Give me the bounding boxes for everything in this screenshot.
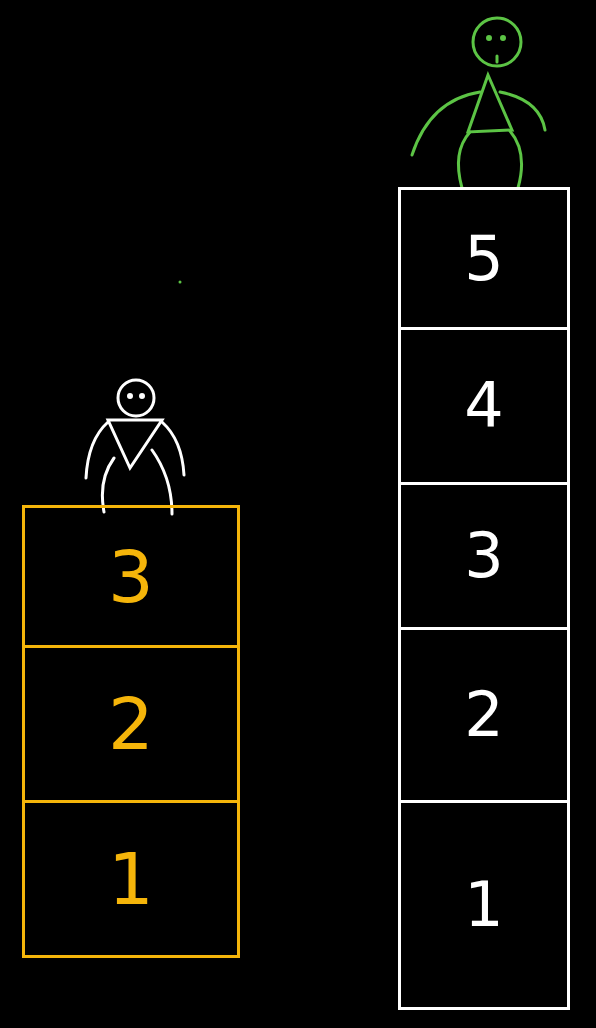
stack-block: 3 xyxy=(22,505,240,648)
block-number: 3 xyxy=(464,525,503,587)
stack-block: 1 xyxy=(398,800,570,1010)
green-figure xyxy=(412,18,545,188)
figure-eye xyxy=(129,395,132,398)
stray-dot xyxy=(179,281,182,284)
figure-head xyxy=(118,380,154,416)
block-number: 4 xyxy=(464,375,503,437)
figure-leg xyxy=(458,132,470,188)
stack-block: 3 xyxy=(398,482,570,630)
figure-body xyxy=(108,420,162,468)
figure-eye xyxy=(502,37,505,40)
block-number: 2 xyxy=(108,688,154,760)
stack-block: 2 xyxy=(22,645,240,803)
figure-arm xyxy=(500,92,545,130)
block-number: 1 xyxy=(464,874,503,936)
stack-block: 1 xyxy=(22,800,240,958)
figure-leg xyxy=(102,458,114,512)
stack-block: 2 xyxy=(398,627,570,803)
figure-eye xyxy=(488,37,491,40)
figure-leg xyxy=(510,131,522,188)
figure-head xyxy=(473,18,521,66)
block-number: 2 xyxy=(464,684,503,746)
stack-block: 5 xyxy=(398,187,570,330)
block-number: 3 xyxy=(108,541,154,613)
figure-arm xyxy=(162,422,184,475)
stack-block: 4 xyxy=(398,327,570,485)
block-number: 5 xyxy=(464,228,503,290)
block-number: 1 xyxy=(108,843,154,915)
figure-mouth xyxy=(496,56,499,62)
white-figure xyxy=(86,380,184,514)
figure-eye xyxy=(141,395,144,398)
figure-arm xyxy=(86,422,108,478)
figure-body xyxy=(468,75,512,132)
figure-arm xyxy=(412,92,480,155)
